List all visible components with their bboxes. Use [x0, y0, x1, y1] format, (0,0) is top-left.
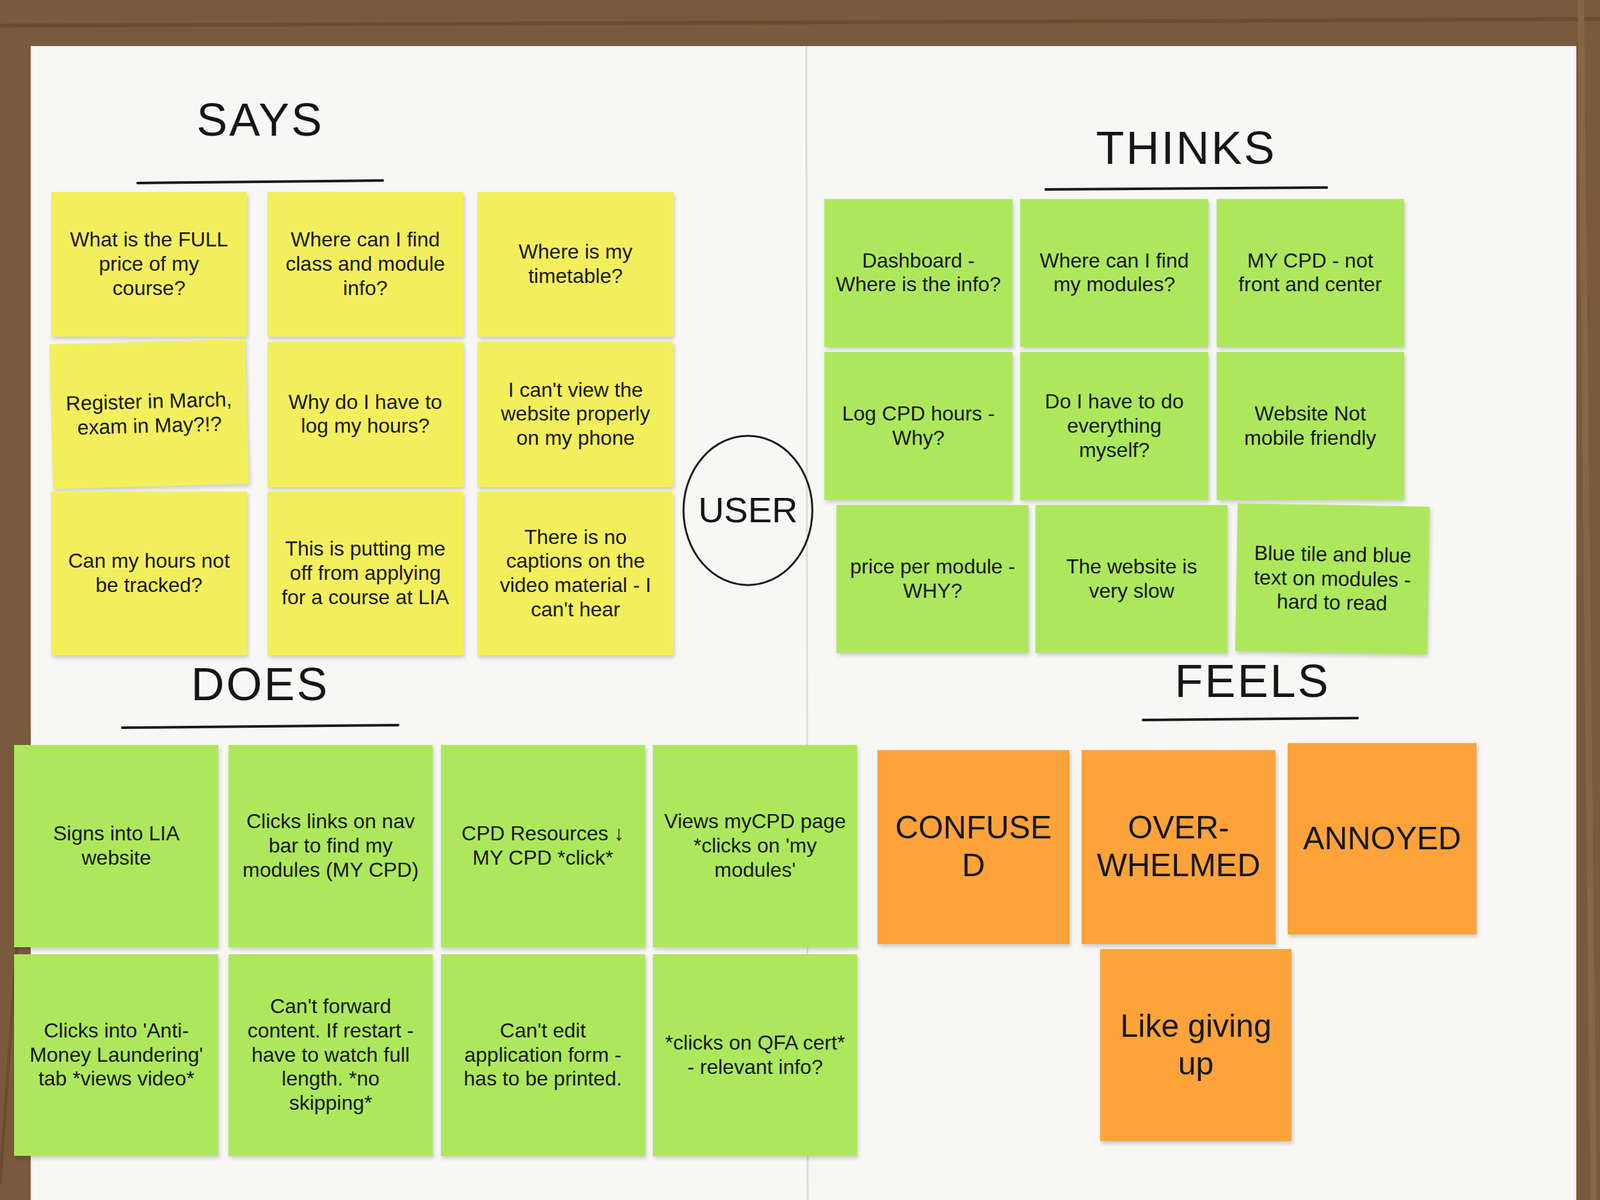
note-text: What is the FULL price of my course?	[61, 227, 237, 301]
sticky-note: *clicks on QFA cert* - relevant info?	[652, 954, 857, 1157]
note-text: price per module - WHY?	[846, 554, 1019, 604]
sticky-note: Can my hours not be tracked?	[51, 491, 248, 655]
heading-underline	[137, 180, 383, 184]
note-text: This is putting me off from applying for…	[277, 536, 454, 610]
sticky-note: Where can I find class and module info?	[267, 192, 464, 337]
note-text: Website Not mobile friendly	[1226, 401, 1394, 451]
sticky-note: Clicks into 'Anti-Money Laundering' tab …	[14, 954, 219, 1157]
sticky-note: This is putting me off from applying for…	[267, 491, 464, 655]
sticky-note: Signs into LIA website	[14, 744, 219, 948]
note-text: ANNOYED	[1297, 819, 1467, 858]
sticky-note: Where can I find my modules?	[1020, 199, 1208, 347]
sticky-note: Like giving up	[1100, 949, 1293, 1142]
sticky-note: ANNOYED	[1287, 743, 1477, 936]
note-text: Register in March, exam in May?!?	[60, 387, 238, 441]
sticky-note: What is the FULL price of my course?	[51, 192, 248, 337]
quadrant-heading: DOES	[112, 661, 408, 708]
sticky-note: I can't view the website properly on my …	[477, 341, 674, 487]
sticky-note: OVER-WHELMED	[1081, 750, 1276, 944]
sticky-note: CONFUSED	[877, 750, 1070, 944]
note-text: Can my hours not be tracked?	[61, 549, 237, 598]
user-circle: USER	[681, 433, 815, 587]
note-text: Why do I have to log my hours?	[277, 390, 454, 440]
sticky-note: Log CPD hours - Why?	[824, 352, 1012, 500]
note-text: Where can I find class and module info?	[277, 227, 454, 301]
heading-underline	[1045, 187, 1327, 190]
sticky-note: Views myCPD page *clicks on 'my modules'	[652, 744, 857, 948]
note-text: Clicks links on nav bar to find my modul…	[238, 809, 423, 882]
sticky-note: price per module - WHY?	[836, 504, 1029, 653]
center-label: USER	[681, 488, 815, 532]
note-text: Signs into LIA website	[24, 821, 208, 871]
sticky-note: Do I have to do everything myself?	[1020, 352, 1208, 500]
note-text: CPD Resources ↓ MY CPD *click*	[451, 821, 635, 871]
note-text: Do I have to do everything myself?	[1030, 389, 1198, 463]
sticky-note: CPD Resources ↓ MY CPD *click*	[440, 744, 646, 948]
note-text: Where can I find my modules?	[1030, 248, 1198, 298]
grain-line	[1580, 0, 1594, 1200]
note-text: There is no captions on the video materi…	[487, 525, 664, 623]
note-text: Clicks into 'Anti-Money Laundering' tab …	[24, 1018, 208, 1092]
note-text: Can't edit application form - has to be …	[451, 1018, 635, 1092]
sticky-note: Can't edit application form - has to be …	[440, 954, 646, 1157]
sticky-note: Where is my timetable?	[477, 192, 674, 337]
note-text: OVER-WHELMED	[1091, 808, 1266, 885]
sticky-note: Dashboard - Where is the info?	[824, 199, 1012, 347]
sticky-note: Can't forward content. If restart - have…	[228, 954, 433, 1157]
note-text: Blue tile and blue text on modules - har…	[1246, 541, 1419, 617]
sticky-note: The website is very slow	[1035, 504, 1228, 653]
note-text: Dashboard - Where is the info?	[834, 248, 1002, 298]
note-text: The website is very slow	[1045, 554, 1218, 604]
sticky-note: Register in March, exam in May?!?	[49, 339, 249, 489]
note-text: MY CPD - not front and center	[1226, 248, 1394, 298]
note-text: Where is my timetable?	[487, 240, 664, 289]
note-text: Like giving up	[1110, 1007, 1282, 1083]
heading-underline	[122, 725, 399, 728]
paper-sheet	[30, 46, 1577, 1200]
note-text: Can't forward content. If restart - have…	[238, 994, 423, 1116]
note-text: *clicks on QFA cert* - relevant info?	[663, 1031, 847, 1080]
grain-line	[0, 19, 1600, 26]
sticky-note: Blue tile and blue text on modules - har…	[1235, 503, 1430, 655]
sticky-note: There is no captions on the video materi…	[477, 491, 674, 655]
quadrant-heading: SAYS	[137, 96, 383, 143]
quadrant-heading: FEELS	[1143, 657, 1363, 704]
sticky-note: Website Not mobile friendly	[1216, 352, 1405, 500]
note-text: Views myCPD page *clicks on 'my modules'	[663, 809, 847, 882]
note-text: Log CPD hours - Why?	[834, 401, 1002, 451]
heading-underline	[1143, 718, 1358, 720]
note-text: CONFUSED	[887, 808, 1060, 885]
sticky-note: MY CPD - not front and center	[1216, 199, 1405, 347]
sticky-note: Why do I have to log my hours?	[267, 341, 464, 487]
sticky-note: Clicks links on nav bar to find my modul…	[228, 744, 433, 948]
note-text: I can't view the website properly on my …	[487, 378, 664, 451]
quadrant-heading: THINKS	[1045, 124, 1327, 171]
